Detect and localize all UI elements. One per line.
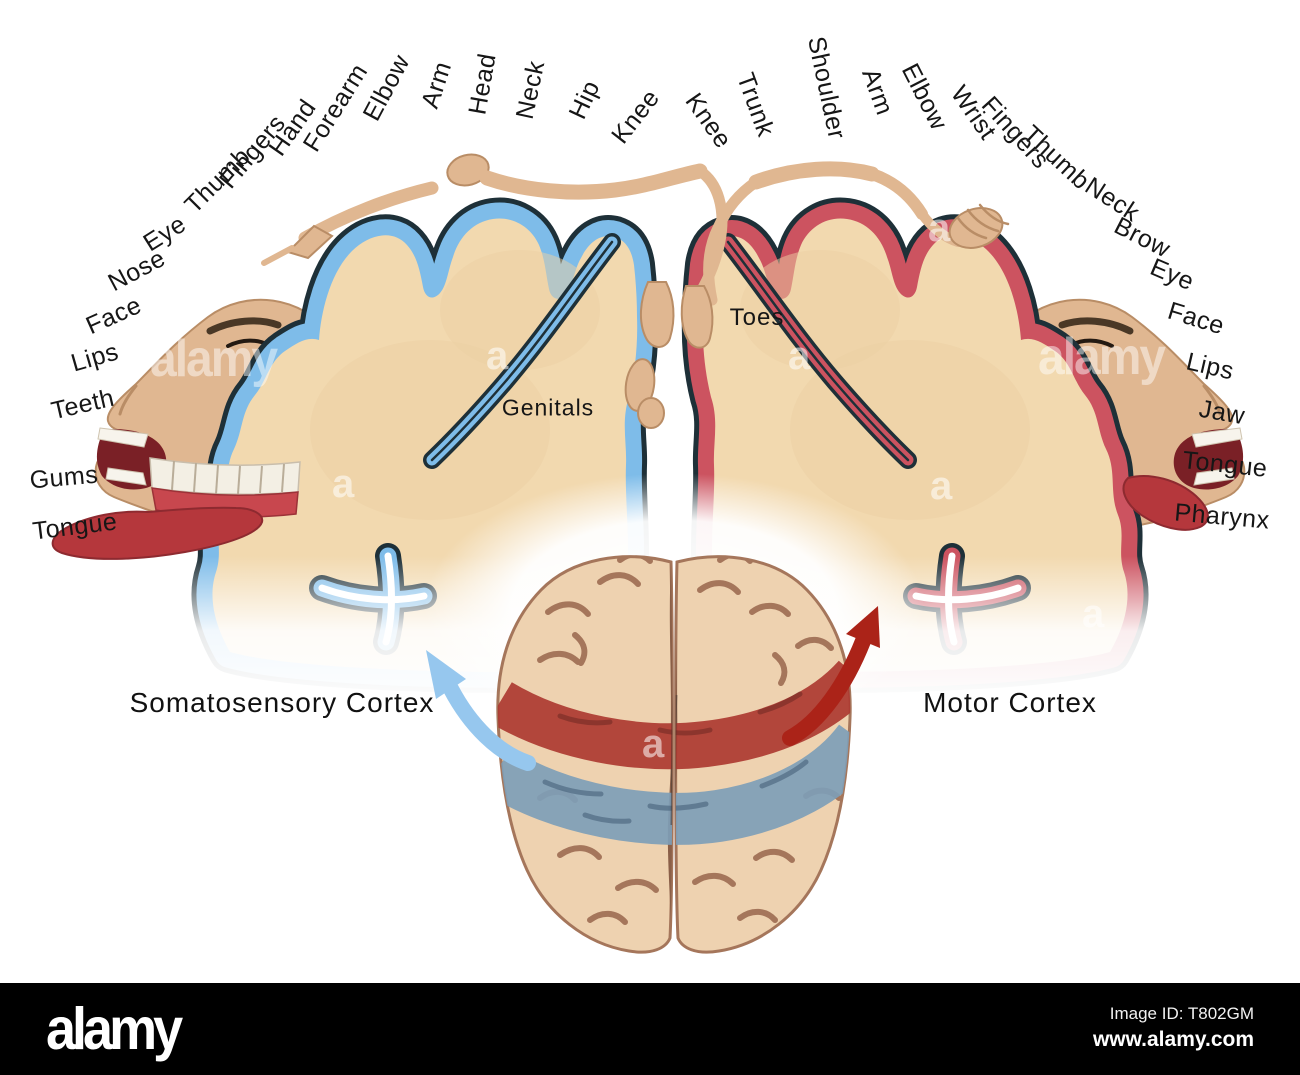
pharynx-tongue-illustration [1122,475,1209,531]
somatosensory-label-gums: Gums [28,460,100,495]
teeth-gums-tongue-illustration [51,457,301,560]
somatosensory-cortex-title: Somatosensory Cortex [129,687,435,718]
brain-top-view-illustration [496,555,852,954]
watermark-a: a [928,206,951,250]
somatosensory-band [497,723,851,845]
watermark-alamy-right: alamy [1038,328,1166,387]
somatosensory-cortex-section [212,219,637,672]
motor-cortex-title: Motor Cortex [923,687,1097,718]
somatosensory-arrow-icon [426,650,536,771]
footer-info: Image ID: T802GM www.alamy.com [1093,1003,1254,1054]
genitals-illustration [624,358,665,429]
genitals-label: Genitals [501,394,595,421]
watermark-alamy-left: alamy [150,330,278,389]
watermark-a: a [332,462,355,506]
watermark-a: a [788,334,811,378]
watermark-a: a [1082,592,1105,636]
motor-body-figure [703,161,1010,306]
alamy-logo: alamy [46,996,183,1062]
watermark-a: a [642,722,665,766]
watermark-a: a [486,334,509,378]
footer-bar: alamy Image ID: T802GM www.alamy.com [0,983,1300,1075]
website-text: www.alamy.com [1092,1028,1254,1052]
motor-cortex-section [703,219,1128,672]
image-id-text: Image ID: T802GM [1109,1004,1254,1024]
watermark-a: a [930,464,953,508]
illustration-canvas [51,153,1300,954]
feet-illustration [640,281,714,349]
toes-label: Toes [729,304,785,331]
motor-arrow-icon [782,606,880,746]
